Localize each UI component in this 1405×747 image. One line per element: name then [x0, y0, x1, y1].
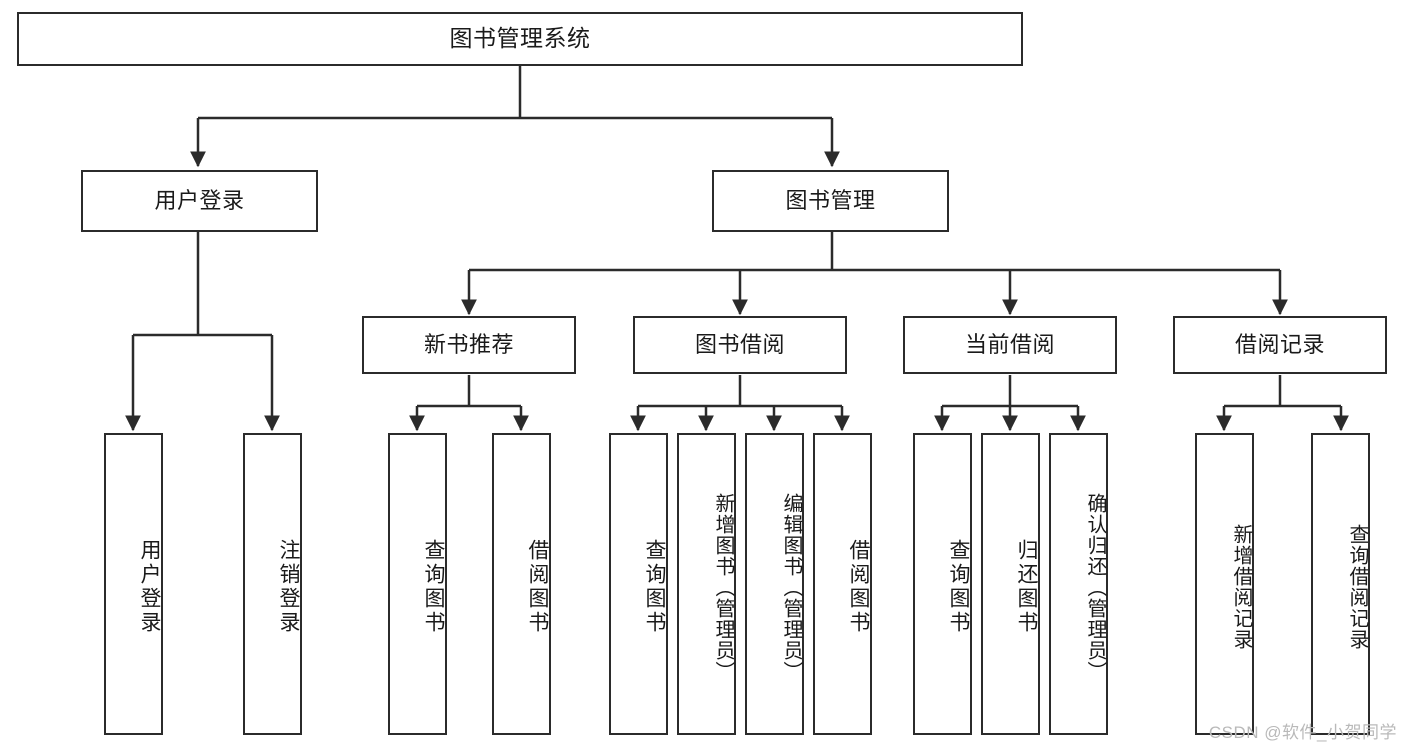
node-label: 查询图书: [947, 539, 970, 635]
node-user-login[interactable]: 用户登录: [81, 170, 318, 232]
node-label: 归还图书: [1015, 539, 1038, 635]
node-label: 当前借阅: [964, 332, 1055, 358]
node-label: 借阅图书: [847, 539, 870, 635]
node-leaf-borrow-book-recommend[interactable]: 借阅图书: [492, 433, 551, 735]
node-leaf-add-borrow-record[interactable]: 新增借阅记录: [1195, 433, 1254, 735]
node-leaf-add-book-admin[interactable]: 新增图书（管理员）: [677, 433, 736, 735]
node-leaf-query-book-current[interactable]: 查询图书: [913, 433, 972, 735]
node-leaf-query-borrow-record[interactable]: 查询借阅记录: [1311, 433, 1370, 735]
node-leaf-user-login[interactable]: 用户登录: [104, 433, 163, 735]
node-label: 借阅图书: [526, 539, 549, 635]
node-label: 编辑图书（管理员）: [780, 492, 802, 682]
node-label: 查询图书: [643, 539, 666, 635]
node-label: 新书推荐: [423, 332, 514, 358]
node-leaf-return-book[interactable]: 归还图书: [981, 433, 1040, 735]
node-leaf-confirm-return-admin[interactable]: 确认归还（管理员）: [1049, 433, 1108, 735]
node-book-borrow[interactable]: 图书借阅: [633, 316, 847, 374]
node-label: 图书借阅: [694, 332, 785, 358]
node-leaf-borrow-book[interactable]: 借阅图书: [813, 433, 872, 735]
node-label: 新增借阅记录: [1230, 524, 1252, 650]
node-label: 查询借阅记录: [1346, 524, 1368, 650]
node-label: 用户登录: [154, 188, 245, 214]
node-leaf-edit-book-admin[interactable]: 编辑图书（管理员）: [745, 433, 804, 735]
node-label: 确认归还（管理员）: [1084, 492, 1106, 682]
node-label: 图书管理系统: [449, 25, 591, 52]
node-label: 图书管理: [785, 188, 876, 214]
node-label: 用户登录: [138, 539, 161, 635]
node-book-management[interactable]: 图书管理: [712, 170, 949, 232]
node-new-book-recommend[interactable]: 新书推荐: [362, 316, 576, 374]
node-leaf-logout-login[interactable]: 注销登录: [243, 433, 302, 735]
node-borrow-record[interactable]: 借阅记录: [1173, 316, 1387, 374]
node-leaf-query-book-borrow[interactable]: 查询图书: [609, 433, 668, 735]
node-label: 新增图书（管理员）: [712, 492, 734, 682]
node-root-system[interactable]: 图书管理系统: [17, 12, 1023, 66]
node-label: 查询图书: [422, 539, 445, 635]
watermark-text: CSDN @软件_小贺同学: [1208, 723, 1397, 742]
node-label: 注销登录: [277, 539, 300, 635]
node-label: 借阅记录: [1234, 332, 1325, 358]
node-current-borrow[interactable]: 当前借阅: [903, 316, 1117, 374]
node-leaf-query-book-recommend[interactable]: 查询图书: [388, 433, 447, 735]
